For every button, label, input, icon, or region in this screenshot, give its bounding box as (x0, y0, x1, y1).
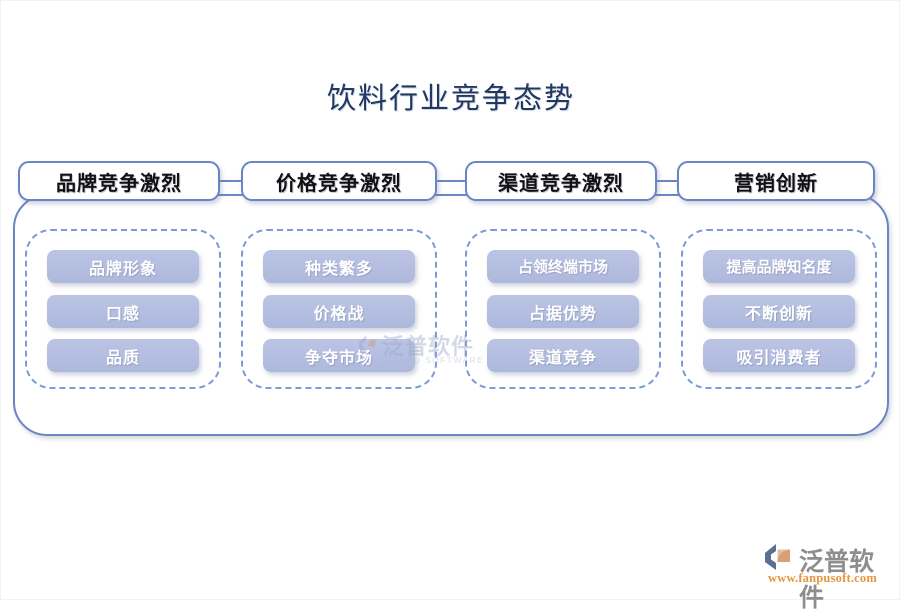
fanpu-logo-icon (765, 544, 790, 570)
item-pill[interactable]: 占领终端市场 (487, 250, 639, 283)
item-label: 吸引消费者 (736, 349, 822, 367)
item-label: 争夺市场 (304, 349, 373, 367)
item-label: 占领终端市场 (517, 260, 608, 276)
column-group-3-dashed-box (465, 229, 661, 389)
column-group-4-dashed-box (681, 229, 877, 389)
item-label: 提高品牌知名度 (726, 260, 832, 276)
outer-container-frame (13, 194, 889, 436)
column-header-channel-competition[interactable]: 渠道竞争激烈 (465, 161, 657, 201)
logo-url: www.fanpusoft.com (768, 571, 877, 585)
item-pill[interactable]: 争夺市场 (263, 339, 415, 372)
column-header-brand-competition[interactable]: 品牌竞争激烈 (18, 161, 220, 201)
item-label: 价格战 (313, 305, 365, 323)
column-header-label: 品牌竞争激烈 (56, 172, 182, 195)
header-connector-2 (437, 180, 465, 183)
item-pill[interactable]: 不断创新 (703, 295, 855, 328)
item-label: 不断创新 (744, 305, 813, 323)
item-label: 品牌形象 (88, 260, 157, 278)
column-header-label: 渠道竞争激烈 (498, 172, 624, 195)
fanpu-logo: 泛普软件 www.fanpusoft.com (763, 542, 893, 612)
item-pill[interactable]: 占据优势 (487, 295, 639, 328)
column-header-label: 价格竞争激烈 (276, 172, 402, 195)
item-pill[interactable]: 渠道竞争 (487, 339, 639, 372)
item-label: 口感 (105, 305, 140, 323)
item-pill[interactable]: 提高品牌知名度 (703, 250, 855, 283)
page-title: 饮料行业竞争态势 (326, 83, 575, 115)
column-header-price-competition[interactable]: 价格竞争激烈 (241, 161, 437, 201)
item-pill[interactable]: 价格战 (263, 295, 415, 328)
column-group-2-dashed-box (241, 229, 437, 389)
header-connector-1 (220, 180, 241, 183)
item-pill[interactable]: 品质 (47, 339, 199, 372)
item-label: 品质 (105, 349, 140, 367)
header-connector-3 (657, 180, 677, 183)
item-label: 渠道竞争 (528, 349, 597, 367)
item-label: 占据优势 (528, 305, 597, 323)
item-pill[interactable]: 种类繁多 (263, 250, 415, 283)
column-header-label: 营销创新 (734, 172, 818, 195)
column-header-marketing-innovation[interactable]: 营销创新 (677, 161, 875, 201)
item-label: 种类繁多 (304, 260, 373, 278)
item-pill[interactable]: 口感 (47, 295, 199, 328)
column-group-1-dashed-box (25, 229, 221, 389)
item-pill[interactable]: 吸引消费者 (703, 339, 855, 372)
item-pill[interactable]: 品牌形象 (47, 250, 199, 283)
